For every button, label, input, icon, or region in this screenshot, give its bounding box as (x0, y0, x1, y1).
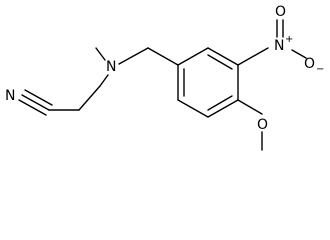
molecule-drawing: N N N + O O − O (5, 4, 324, 151)
nitro-o-right-charge: − (316, 64, 324, 75)
nitro-o-right-label: O (304, 56, 315, 72)
ring-bond-5 (177, 99, 209, 118)
bond-benzyl-ring (147, 47, 179, 66)
bond-ring-nitro (237, 47, 269, 66)
nitro-n-charge: + (285, 34, 293, 45)
ring-double-bond-1 (207, 54, 233, 70)
ring-bond-2 (207, 47, 239, 66)
methoxy-o-label: O (257, 117, 268, 133)
nitro-n-label: N (274, 38, 284, 54)
ring-double-bond-2 (207, 95, 233, 111)
bond-nitro-o-right (291, 49, 307, 59)
nitro-o-top-label: O (275, 4, 286, 20)
amine-n-label: N (106, 59, 116, 75)
nitrile-triple-bond-2 (24, 89, 53, 106)
bond-ch2-ch2 (78, 85, 101, 111)
nitrile-n-label: N (5, 88, 15, 104)
bond-ring-methoxy (237, 99, 263, 115)
structure-diagram: N N N + O O − O (5, 4, 324, 151)
nitrile-triple-bond-3 (18, 99, 47, 116)
bond-ch2-amine (99, 74, 109, 87)
bond-amine-benzyl (118, 47, 149, 65)
nitrile-triple-bond-1 (21, 94, 50, 111)
ring-bond-1 (177, 47, 209, 66)
ring-bond-4 (207, 99, 239, 118)
bond-amine-methyl (95, 47, 106, 61)
